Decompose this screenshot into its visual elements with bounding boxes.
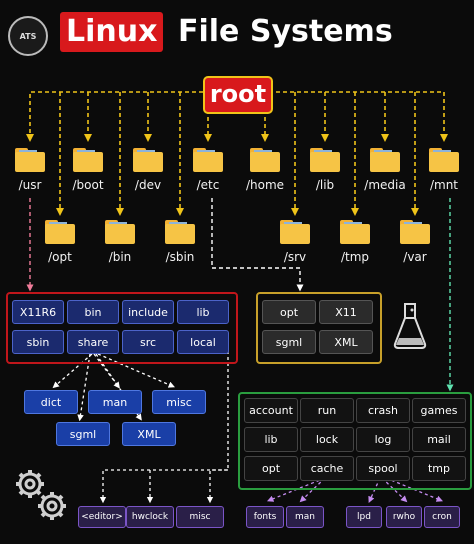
share-child-man: man bbox=[88, 390, 142, 414]
dir-boot-label: /boot bbox=[72, 178, 104, 192]
folder-icon bbox=[165, 220, 195, 244]
var-item-opt: opt bbox=[244, 456, 298, 481]
local-child-hwclock: hwclock bbox=[126, 506, 174, 528]
var-item-spool: spool bbox=[356, 456, 410, 481]
folder-icon bbox=[45, 220, 75, 244]
share-child-xml-2: XML bbox=[122, 422, 176, 446]
folder-icon bbox=[280, 220, 310, 244]
folder-icon bbox=[429, 148, 459, 172]
var-item-log: log bbox=[356, 427, 410, 452]
usr-frame bbox=[6, 292, 238, 364]
folder-icon bbox=[73, 148, 103, 172]
dir-mnt-label: /mnt bbox=[429, 178, 459, 192]
usr-item-share: share bbox=[67, 330, 119, 354]
local-child-misc: misc bbox=[176, 506, 224, 528]
dir-usr-label: /usr bbox=[18, 178, 42, 192]
usr-item-bin: bin bbox=[67, 300, 119, 324]
usr-item-local: local bbox=[177, 330, 229, 354]
folder-icon bbox=[400, 220, 430, 244]
dir-srv-label: /srv bbox=[283, 250, 307, 264]
usr-item-sbin: sbin bbox=[12, 330, 64, 354]
dir-tmp-label: /tmp bbox=[340, 250, 370, 264]
etc-item-x11: X11 bbox=[319, 300, 373, 324]
title-rest: File Systems bbox=[178, 14, 393, 49]
var-item-crash: crash bbox=[356, 398, 410, 423]
var-item-lib: lib bbox=[244, 427, 298, 452]
folder-icon bbox=[15, 148, 45, 172]
etc-frame bbox=[256, 292, 382, 364]
header: ATS Linux File Systems bbox=[0, 6, 474, 56]
folder-icon bbox=[105, 220, 135, 244]
spool-child-lpd: lpd bbox=[346, 506, 382, 528]
local-child-editor: <editor> bbox=[78, 506, 126, 528]
var-item-account: account bbox=[244, 398, 298, 423]
cache-child-man: man bbox=[286, 506, 324, 528]
title-highlight: Linux bbox=[60, 12, 164, 52]
ats-logo-icon: ATS bbox=[8, 16, 48, 56]
folder-icon bbox=[193, 148, 223, 172]
root-node: root bbox=[203, 76, 273, 114]
folder-icon bbox=[310, 148, 340, 172]
folder-icon bbox=[370, 148, 400, 172]
var-item-lock: lock bbox=[300, 427, 354, 452]
dir-lib-label: /lib bbox=[315, 178, 335, 192]
usr-item-include: include bbox=[122, 300, 174, 324]
flask-icon bbox=[392, 302, 428, 350]
usr-item-x11r6: X11R6 bbox=[12, 300, 64, 324]
usr-item-src: src bbox=[122, 330, 174, 354]
dir-dev-label: /dev bbox=[134, 178, 162, 192]
share-child-sgml-2: sgml bbox=[56, 422, 110, 446]
dir-bin-label: /bin bbox=[108, 250, 132, 264]
share-child-misc: misc bbox=[152, 390, 206, 414]
var-item-run: run bbox=[300, 398, 354, 423]
folder-icon bbox=[133, 148, 163, 172]
etc-item-xml: XML bbox=[319, 330, 373, 354]
dir-media-label: /media bbox=[364, 178, 406, 192]
var-item-tmp: tmp bbox=[412, 456, 466, 481]
dir-home-label: /home bbox=[245, 178, 285, 192]
usr-item-lib: lib bbox=[177, 300, 229, 324]
var-item-cache: cache bbox=[300, 456, 354, 481]
etc-item-sgml: sgml bbox=[262, 330, 316, 354]
dir-sbin-label: /sbin bbox=[165, 250, 195, 264]
cache-child-fonts: fonts bbox=[246, 506, 284, 528]
spool-child-cron: cron bbox=[424, 506, 460, 528]
dir-opt-label: /opt bbox=[48, 250, 72, 264]
dir-var-label: /var bbox=[403, 250, 427, 264]
folder-icon bbox=[250, 148, 280, 172]
etc-item-opt: opt bbox=[262, 300, 316, 324]
share-child-dict: dict bbox=[24, 390, 78, 414]
var-item-games: games bbox=[412, 398, 466, 423]
folder-icon bbox=[340, 220, 370, 244]
dir-etc-label: /etc bbox=[196, 178, 220, 192]
spool-child-rwho: rwho bbox=[386, 506, 422, 528]
var-item-mail: mail bbox=[412, 427, 466, 452]
gears-icon bbox=[8, 460, 74, 526]
var-frame bbox=[238, 392, 472, 490]
